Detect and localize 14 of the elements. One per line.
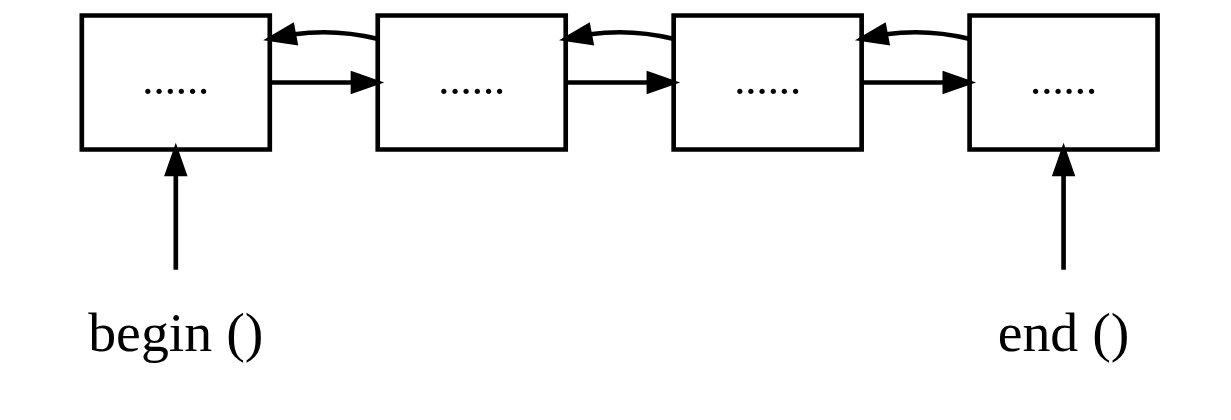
arrow: [565, 70, 681, 95]
node-text: end (): [997, 301, 1130, 364]
arrow: [270, 70, 385, 95]
arrow: [1051, 142, 1076, 270]
node-box: ......: [79, 13, 273, 152]
arrow: [854, 22, 970, 46]
node-box: ......: [967, 13, 1160, 152]
node-box: ......: [375, 13, 569, 152]
arrow: [559, 22, 674, 46]
arrow: [164, 142, 188, 270]
arrow: [263, 22, 378, 46]
arrow: [861, 70, 977, 95]
node-box: ......: [671, 13, 864, 152]
node-text: begin (): [88, 301, 264, 364]
